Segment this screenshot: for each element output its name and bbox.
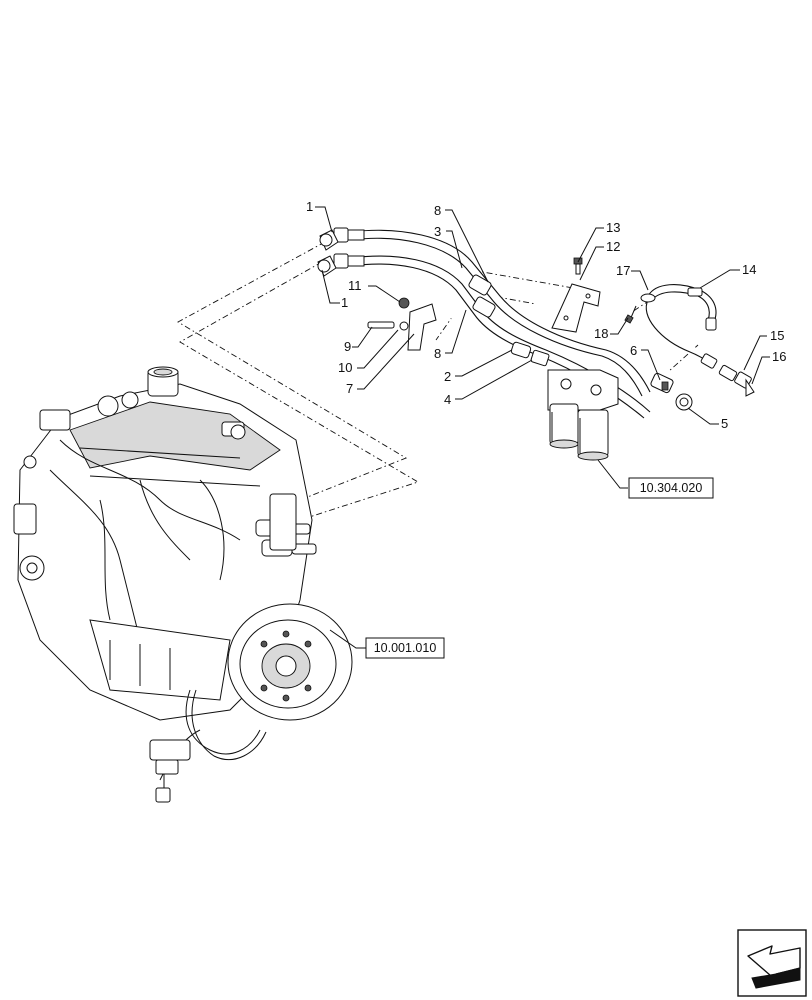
hose-fittings	[333, 227, 550, 367]
callout-14: 14	[742, 262, 756, 277]
hose-upper	[349, 229, 651, 397]
engine-assembly	[13, 366, 353, 803]
callout-13: 13	[606, 220, 620, 235]
bracket-12	[551, 283, 601, 333]
callout-9: 9	[344, 339, 351, 354]
elbow-fitting-1	[317, 229, 339, 277]
callout-15: 15	[770, 328, 784, 343]
bolt-13	[573, 257, 583, 275]
callout-7: 7	[346, 381, 353, 396]
fitting-5	[675, 393, 693, 411]
clamp-17	[624, 293, 656, 324]
callout-17: 17	[616, 263, 630, 278]
callout-18: 18	[594, 326, 608, 341]
leader-lines	[315, 206, 770, 649]
callout-3: 3	[434, 224, 441, 239]
arrow-back-icon[interactable]	[737, 929, 807, 997]
callout-16: 16	[772, 349, 786, 364]
callout-8-upper: 8	[434, 203, 441, 218]
clip-assembly	[367, 297, 437, 351]
callout-8-lower: 8	[434, 346, 441, 361]
filter-assembly	[547, 369, 619, 461]
callout-12: 12	[606, 239, 620, 254]
filter-reference[interactable]: 10.304.020	[628, 477, 714, 499]
fitting-6	[650, 372, 674, 394]
engine-reference-label: 10.001.010	[374, 641, 437, 655]
callout-6: 6	[630, 343, 637, 358]
callout-4: 4	[444, 392, 451, 407]
callout-labels: 1 1 8 3 8 2 4 13 12 17 14 18 6 5 15 16 1…	[306, 199, 786, 431]
filter-reference-label: 10.304.020	[640, 481, 703, 495]
callout-1-lower: 1	[341, 295, 348, 310]
hose-14	[645, 284, 755, 397]
callout-5: 5	[721, 416, 728, 431]
engine-reference[interactable]: 10.001.010	[365, 637, 445, 659]
callout-11: 11	[348, 278, 362, 293]
callout-10: 10	[338, 360, 352, 375]
callout-1-upper: 1	[306, 199, 313, 214]
callout-2: 2	[444, 369, 451, 384]
